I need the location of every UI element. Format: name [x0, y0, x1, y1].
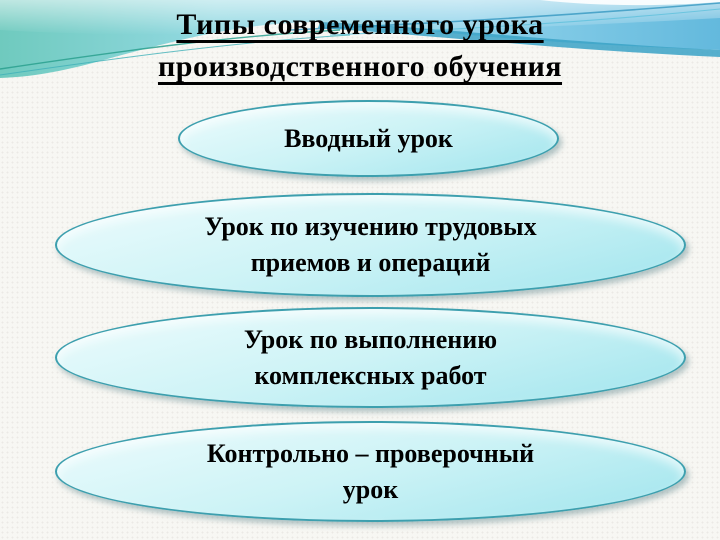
oval-labor-techniques-lesson: Урок по изучению трудовых приемов и опер… [55, 193, 686, 297]
oval-control-check-lesson: Контрольно – проверочный урок [55, 421, 686, 522]
oval-label-line-1: Урок по выполнению [243, 324, 498, 354]
oval-label-line-1: Урок по изучению трудовых [204, 212, 537, 241]
oval-complex-works-lesson: Урок по выполнению комплексных работ [55, 307, 686, 408]
slide-title: Типы современного урока производственног… [0, 4, 720, 88]
title-line-1: Типы современного урока [176, 8, 544, 41]
oval-label-line-2: урок [342, 474, 399, 504]
oval-label-line-1: Контрольно – проверочный [206, 438, 535, 468]
oval-label: Вводный урок [284, 123, 453, 153]
wave-band [0, 0, 720, 78]
wave-decoration [0, 0, 720, 78]
oval-label-line-2: комплексных работ [254, 360, 487, 390]
oval-label-line-2: приемов и операций [250, 248, 491, 277]
oval-introductory-lesson: Вводный урок [178, 100, 559, 177]
title-line-2: производственного обучения [157, 50, 563, 83]
